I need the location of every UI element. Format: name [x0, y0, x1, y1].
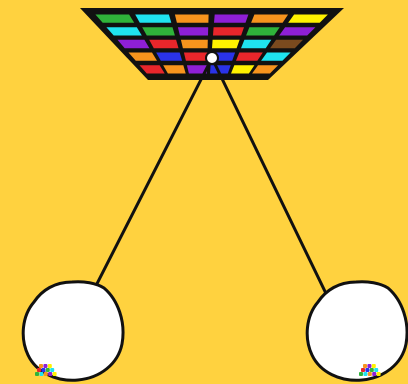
grid-cell	[212, 40, 240, 48]
grid-cell	[135, 15, 171, 23]
retina-dot	[372, 372, 376, 376]
retina-dot	[39, 364, 43, 368]
grid-cell	[251, 15, 288, 23]
retina-dot	[53, 372, 57, 376]
retina-dot	[372, 364, 376, 368]
retina-dot	[363, 372, 367, 376]
retina-dot	[48, 372, 52, 376]
grid-cell	[214, 15, 248, 23]
retina-dot	[44, 372, 48, 376]
retina-dot	[374, 368, 378, 372]
grid-cell	[246, 27, 280, 35]
retina-dot	[46, 368, 50, 372]
retina-dot	[359, 372, 363, 376]
grid-cell	[142, 27, 175, 35]
retina-dot	[365, 368, 369, 372]
grid-cell	[175, 15, 209, 23]
right-eye	[307, 282, 407, 381]
left-eye-globe	[23, 282, 123, 381]
retina-dot	[370, 368, 374, 372]
grid-cell	[149, 40, 178, 48]
retina-dot	[363, 364, 367, 368]
focal-point	[206, 52, 218, 64]
grid-cell	[213, 27, 244, 35]
grid-cell	[184, 53, 208, 61]
left-eye	[23, 282, 123, 381]
retina-dot	[35, 372, 39, 376]
retina-dot	[377, 372, 381, 376]
retina-dot	[50, 368, 54, 372]
retina-dot	[368, 372, 372, 376]
right-eye-globe	[307, 282, 407, 381]
retina-dot	[361, 368, 365, 372]
grid-cell	[178, 27, 208, 35]
retina-dot	[48, 364, 52, 368]
retina-dot	[43, 364, 47, 368]
retina-dot	[37, 368, 41, 372]
retina-dot	[41, 368, 45, 372]
retina-dot	[39, 372, 43, 376]
retina-dot	[367, 364, 371, 368]
grid-cell	[181, 40, 208, 48]
